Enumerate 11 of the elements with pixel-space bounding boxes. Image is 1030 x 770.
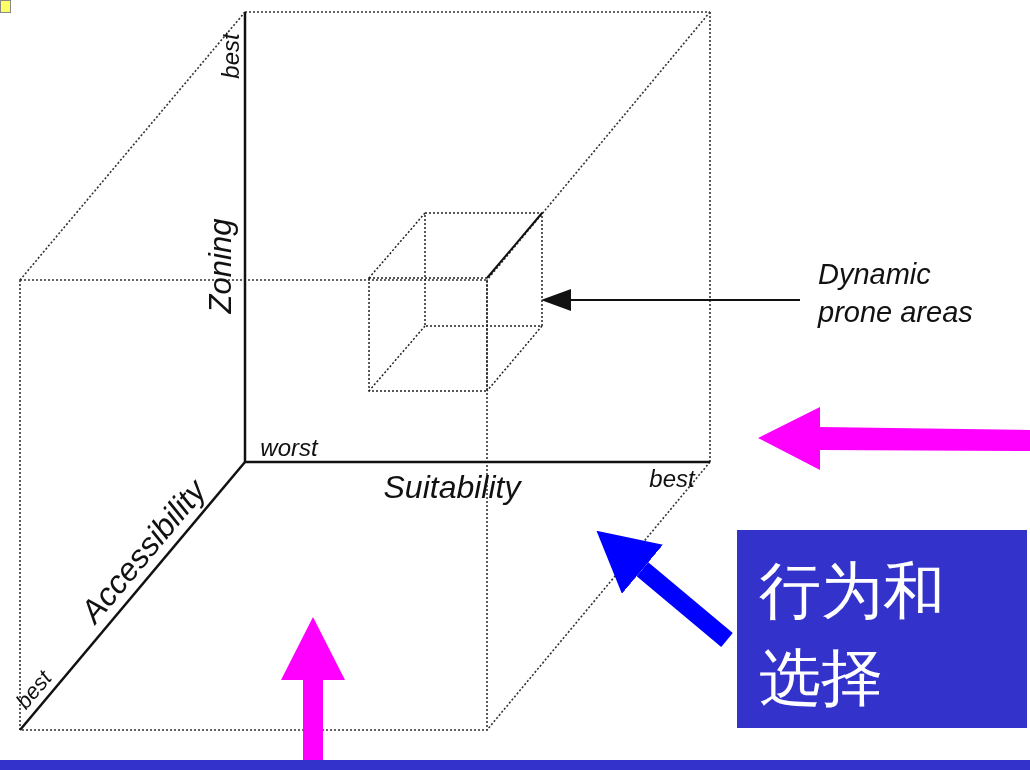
- axis-label: Suitability: [383, 471, 521, 503]
- arrow: [541, 289, 801, 311]
- arrow: [596, 530, 733, 647]
- panel-text: 行为和选择: [759, 553, 946, 716]
- small-cube: [368, 212, 543, 392]
- axis-label: worst: [260, 436, 318, 460]
- axis-label: best: [219, 33, 243, 79]
- text-panel: [737, 530, 1027, 728]
- callout-text: Dynamic prone areas: [818, 257, 974, 330]
- axis-label: best: [649, 467, 695, 491]
- axis-label: Zoning: [204, 218, 236, 314]
